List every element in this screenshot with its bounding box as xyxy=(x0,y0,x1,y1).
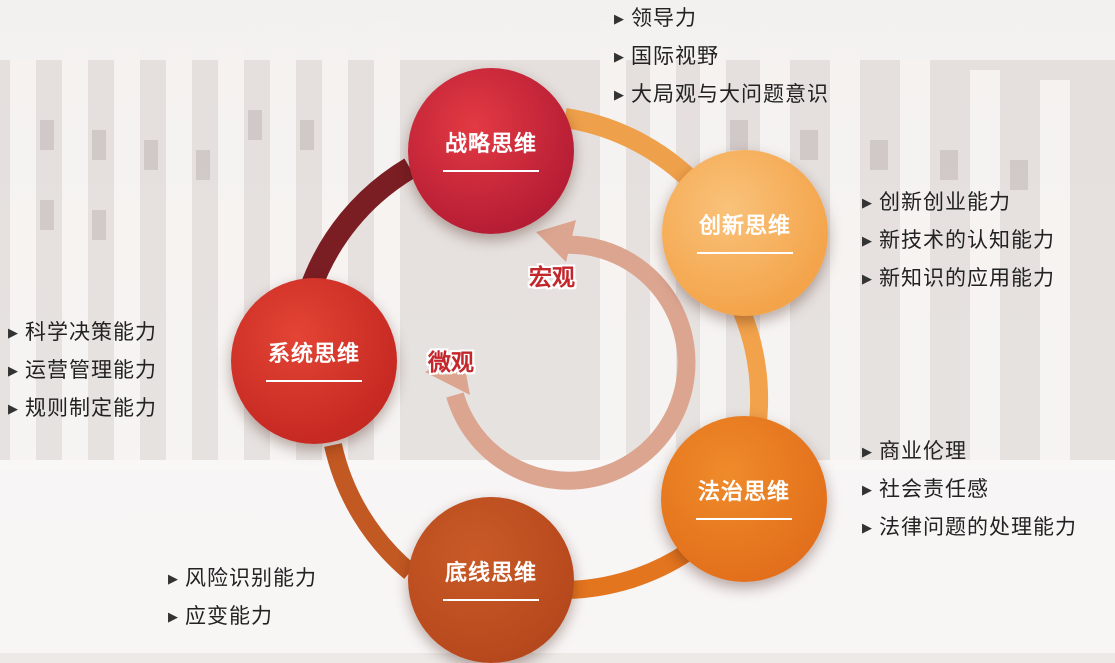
bottom-line-abilities-list: ▶风险识别能力 ▶应变能力 xyxy=(168,560,317,636)
innovation-abilities-list: ▶创新创业能力 ▶新技术的认知能力 ▶新知识的应用能力 xyxy=(862,184,1055,298)
strategy-abilities-list: ▶领导力 ▶国际视野 ▶大局观与大问题意识 xyxy=(614,0,829,114)
bullet-triangle-icon: ▶ xyxy=(862,234,873,249)
label-macro: 宏观 xyxy=(529,265,575,291)
list-item: ▶运营管理能力 xyxy=(8,358,157,382)
list-item: ▶法律问题的处理能力 xyxy=(862,515,1077,539)
list-item: ▶规则制定能力 xyxy=(8,396,157,420)
bullet-triangle-icon: ▶ xyxy=(614,50,625,65)
system-abilities-list: ▶科学决策能力 ▶运营管理能力 ▶规则制定能力 xyxy=(8,314,157,428)
bullet-triangle-icon: ▶ xyxy=(862,272,873,287)
list-item: ▶商业伦理 xyxy=(862,439,967,463)
list-item: ▶新知识的应用能力 xyxy=(862,266,1055,290)
bullet-triangle-icon: ▶ xyxy=(8,326,19,341)
title-underline xyxy=(443,599,539,601)
list-item: ▶国际视野 xyxy=(614,44,719,68)
bullet-triangle-icon: ▶ xyxy=(862,445,873,460)
node-system-thinking: 系统思维 xyxy=(231,278,397,444)
ring-segment-legal-bottom xyxy=(565,544,693,599)
node-title: 底线思维 xyxy=(444,561,537,586)
inner-cycle-arrow xyxy=(446,235,696,490)
title-underline xyxy=(266,380,362,382)
list-item: ▶应变能力 xyxy=(168,604,273,628)
node-bottom-line-thinking: 底线思维 xyxy=(408,497,574,663)
node-title: 创新思维 xyxy=(698,214,791,239)
bullet-triangle-icon: ▶ xyxy=(614,12,625,27)
label-micro: 微观 xyxy=(428,350,474,376)
list-item: ▶领导力 xyxy=(614,6,697,30)
node-title: 法治思维 xyxy=(697,480,790,505)
bullet-triangle-icon: ▶ xyxy=(862,196,873,211)
list-item: ▶社会责任感 xyxy=(862,477,989,501)
bullet-triangle-icon: ▶ xyxy=(862,521,873,536)
legal-abilities-list: ▶商业伦理 ▶社会责任感 ▶法律问题的处理能力 xyxy=(862,433,1077,547)
list-item: ▶风险识别能力 xyxy=(168,566,317,590)
bullet-triangle-icon: ▶ xyxy=(8,364,19,379)
node-title: 系统思维 xyxy=(267,342,360,367)
list-item: ▶科学决策能力 xyxy=(8,320,157,344)
node-legal-thinking: 法治思维 xyxy=(661,416,827,582)
node-strategic-thinking: 战略思维 xyxy=(408,68,574,234)
node-innovative-thinking: 创新思维 xyxy=(662,150,828,316)
inner-cycle-arrowhead-left xyxy=(425,352,470,395)
list-item: ▶大局观与大问题意识 xyxy=(614,82,829,106)
title-underline xyxy=(696,518,792,520)
ring-segment-bottom-system xyxy=(324,442,416,579)
list-item: ▶创新创业能力 xyxy=(862,190,1011,214)
inner-cycle-arrowhead-top xyxy=(536,220,576,262)
list-item: ▶新技术的认知能力 xyxy=(862,228,1055,252)
bullet-triangle-icon: ▶ xyxy=(862,483,873,498)
bullet-triangle-icon: ▶ xyxy=(8,402,19,417)
bullet-triangle-icon: ▶ xyxy=(168,572,179,587)
title-underline xyxy=(697,252,793,254)
bullet-triangle-icon: ▶ xyxy=(168,610,179,625)
bullet-triangle-icon: ▶ xyxy=(614,88,625,103)
title-underline xyxy=(443,170,539,172)
ring-segment-system-strategy xyxy=(299,158,416,294)
node-title: 战略思维 xyxy=(444,132,537,157)
